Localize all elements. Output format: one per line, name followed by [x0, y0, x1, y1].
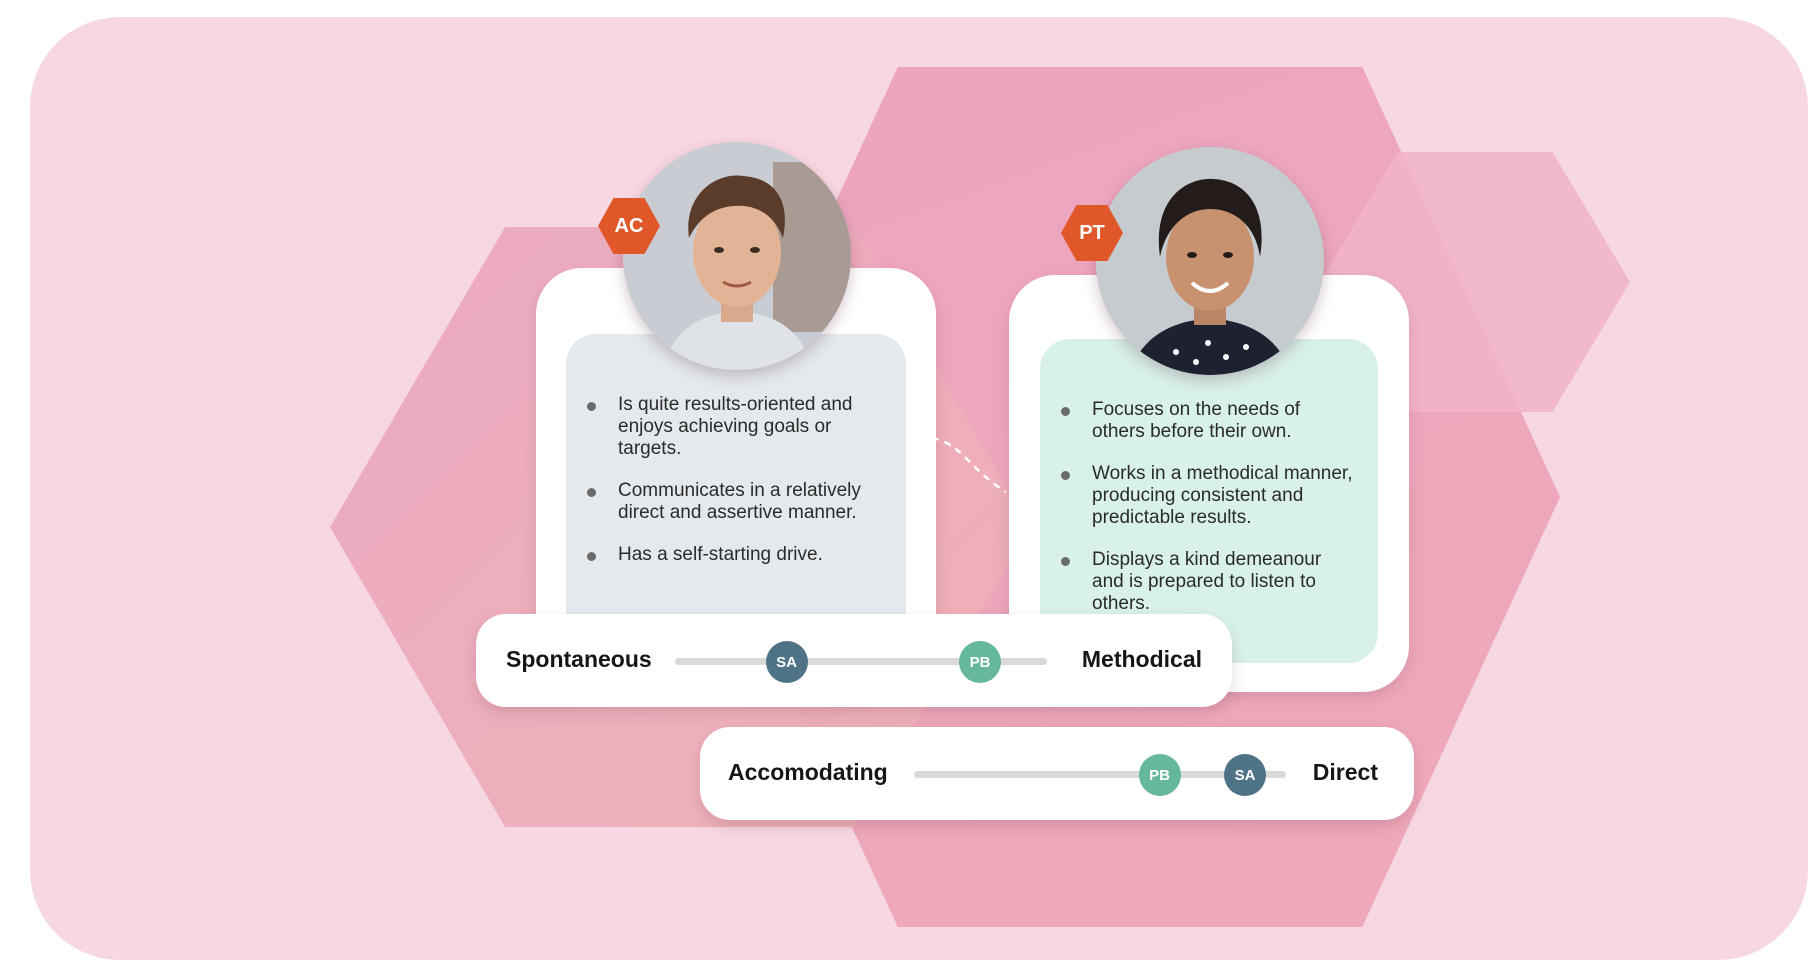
slider-track: SA PB	[675, 641, 1047, 683]
trait-slider-accomodating-direct: Accomodating PB SA Direct	[700, 727, 1414, 820]
trait-item: Is quite results-oriented and enjoys ach…	[587, 394, 886, 460]
trait-item: Displays a kind demeanour and is prepare…	[1061, 549, 1358, 615]
avatar-photo-b	[1096, 147, 1324, 375]
slider-left-label: Accomodating	[728, 759, 888, 785]
trait-item: Has a self-starting drive.	[587, 544, 886, 566]
trait-list-b: Focuses on the needs of others before th…	[1040, 339, 1378, 615]
marker-sa[interactable]: SA	[1224, 754, 1267, 796]
marker-pb[interactable]: PB	[959, 641, 1002, 683]
slider-track: PB SA	[914, 754, 1286, 796]
connector-dashed-line	[931, 436, 1007, 494]
initials-badge-b: PT	[1061, 205, 1123, 261]
slider-right-label: Direct	[1312, 759, 1378, 785]
slider-right-label: Methodical	[1081, 646, 1202, 672]
marker-sa[interactable]: SA	[765, 641, 808, 683]
person-photo-icon	[1096, 147, 1324, 375]
trait-list-a: Is quite results-oriented and enjoys ach…	[566, 334, 906, 566]
trait-panel-b: Focuses on the needs of others before th…	[1040, 339, 1378, 663]
trait-item: Focuses on the needs of others before th…	[1061, 399, 1358, 443]
trait-item: Communicates in a relatively direct and …	[587, 480, 886, 524]
trait-slider-spontaneous-methodical: Spontaneous SA PB Methodical	[476, 614, 1232, 707]
trait-item: Works in a methodical manner, producing …	[1061, 463, 1358, 529]
person-photo-icon	[623, 142, 851, 370]
avatar-photo-a	[623, 142, 851, 370]
slider-left-label: Spontaneous	[506, 646, 652, 672]
marker-pb[interactable]: PB	[1138, 754, 1181, 796]
